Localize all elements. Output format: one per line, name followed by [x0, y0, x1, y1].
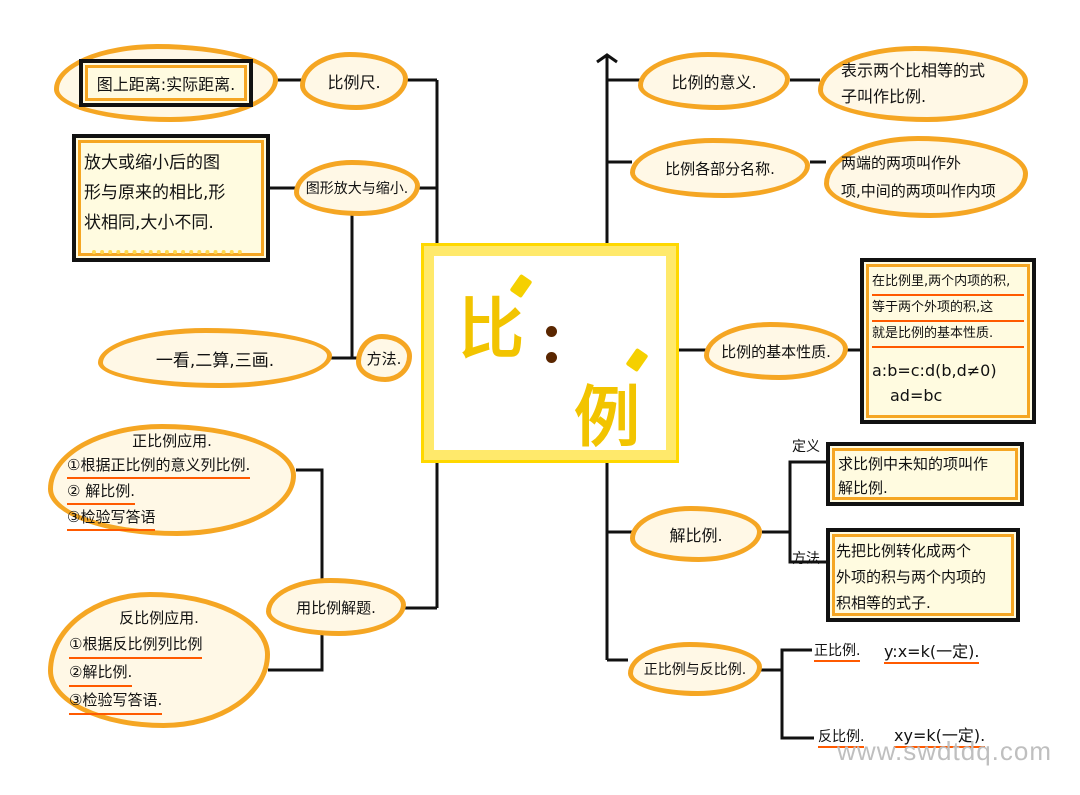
node-meaning: 比例的意义. — [638, 52, 790, 110]
direct-tag: 正比例. — [814, 640, 861, 662]
decor-dot — [546, 326, 557, 337]
node-property-label: 比例的基本性质. — [721, 342, 831, 361]
node-method-label: 方法. — [366, 349, 402, 368]
node-property-detail: 在比例里,两个内项的积, 等于两个外项的积,这 就是比例的基本性质. a:b=c… — [860, 258, 1036, 424]
node-property: 比例的基本性质. — [704, 322, 848, 380]
node-method-detail: 一看,二算,三画. — [98, 328, 332, 388]
decor-wave — [92, 242, 242, 254]
property-formula: ad=bc — [890, 386, 943, 405]
node-scale-detail: 图上距离:实际距离. — [96, 75, 236, 94]
inverse-app-line: ②解比例. — [69, 659, 133, 687]
method-detail-text: 一看,二算,三画. — [155, 350, 275, 371]
enlarge-line: 放大或缩小后的图 — [84, 153, 220, 173]
parts-line: 项,中间的两项叫作内项 — [841, 182, 996, 200]
direct-app-line: ①根据正比例的意义列比例. — [67, 453, 251, 479]
enlarge-line: 形与原来的相比,形 — [84, 183, 226, 203]
node-parts-label: 比例各部分名称. — [665, 159, 775, 178]
node-scale: 比例尺. — [300, 52, 408, 110]
node-solve-def: 求比例中未知的项叫作 解比例. — [826, 442, 1024, 506]
meaning-line: 表示两个比相等的式 — [841, 61, 986, 80]
node-direct-app: 正比例应用. ①根据正比例的意义列比例. ② 解比例. ③检验写答语 — [48, 424, 296, 536]
parts-line: 两端的两项叫作外 — [841, 154, 962, 172]
property-formula: a:b=c:d(b,d≠0) — [872, 361, 997, 380]
property-line: 等于两个外项的积,这 — [872, 296, 1024, 322]
solve-method-line: 先把比例转化成两个 — [836, 542, 972, 560]
direct-formula: y:x=k(一定). — [884, 638, 980, 664]
node-parts: 比例各部分名称. — [630, 138, 810, 198]
solve-def-tag: 定义 — [792, 439, 820, 455]
node-scale-detail-box: 图上距离:实际距离. — [78, 59, 254, 107]
decor-dot — [546, 352, 557, 363]
inverse-app-line: ③检验写答语. — [69, 687, 163, 715]
node-solve-label: 用比例解题. — [296, 598, 376, 617]
inverse-app-title: 反比例应用. — [119, 609, 199, 627]
central-char-bi: 比 — [458, 290, 524, 368]
node-solve-method: 先把比例转化成两个 外项的积与两个内项的 积相等的式子. — [826, 528, 1020, 622]
watermark: www.swdtdq.com — [837, 736, 1052, 766]
node-solve-ratio-label: 解比例. — [669, 526, 723, 545]
node-meaning-detail: 表示两个比相等的式 子叫作比例. — [818, 46, 1028, 122]
central-char-li: 例 — [574, 378, 640, 456]
node-meaning-label: 比例的意义. — [671, 73, 757, 92]
node-direct-inverse: 正比例与反比例. — [628, 642, 762, 696]
inverse-app-line: ①根据反比例列比例 — [69, 631, 203, 659]
direct-app-line: ③检验写答语 — [67, 505, 156, 531]
central-topic-card: 比 例 — [421, 243, 679, 463]
property-line: 在比例里,两个内项的积, — [872, 270, 1024, 296]
node-parts-detail: 两端的两项叫作外 项,中间的两项叫作内项 — [824, 136, 1028, 218]
solve-method-line: 外项的积与两个内项的 — [836, 568, 987, 586]
node-enlarge-detail: 放大或缩小后的图 形与原来的相比,形 状相同,大小不同. — [72, 134, 270, 262]
solve-method-line: 积相等的式子. — [836, 594, 931, 612]
node-solve-ratio: 解比例. — [630, 506, 762, 562]
enlarge-line: 状相同,大小不同. — [84, 213, 214, 233]
node-inverse-app: 反比例应用. ①根据反比例列比例 ②解比例. ③检验写答语. — [48, 592, 270, 728]
direct-app-title: 正比例应用. — [132, 432, 212, 450]
inverse-formula: xy=k(一定). — [894, 722, 986, 748]
inverse-tag: 反比例. — [818, 726, 865, 748]
solve-def-line: 求比例中未知的项叫作 — [838, 455, 989, 473]
node-scale-label: 比例尺. — [327, 73, 381, 92]
node-enlarge: 图形放大与缩小. — [294, 160, 420, 216]
node-solve: 用比例解题. — [266, 578, 406, 636]
direct-app-line: ② 解比例. — [67, 479, 135, 505]
solve-method-tag: 方法 — [792, 551, 820, 567]
node-method: 方法. — [356, 334, 412, 382]
meaning-line: 子叫作比例. — [841, 87, 927, 106]
property-line: 就是比例的基本性质. — [872, 322, 1024, 348]
node-enlarge-label: 图形放大与缩小. — [305, 181, 409, 197]
node-direct-inverse-label: 正比例与反比例. — [643, 662, 747, 678]
solve-def-line: 解比例. — [838, 479, 888, 497]
node-scale-detail-cloud: 图上距离:实际距离. — [54, 44, 278, 122]
